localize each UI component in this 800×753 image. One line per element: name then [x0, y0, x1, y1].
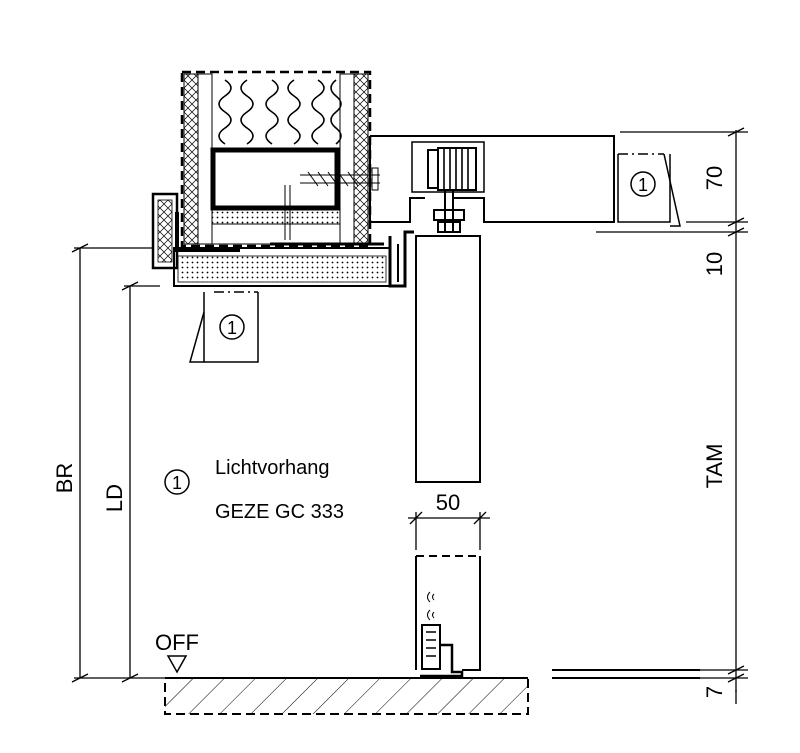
dim-7: 7 — [702, 686, 727, 698]
callout-top-right: 1 — [638, 175, 648, 195]
callout-mid-left: 1 — [227, 318, 237, 338]
insulation-pattern — [218, 79, 342, 145]
dim-70: 70 — [702, 166, 727, 190]
wall-lintel — [180, 70, 380, 248]
legend-marker-circle — [164, 469, 190, 495]
dim-ld: LD — [102, 484, 127, 512]
floor-label: OFF — [155, 630, 199, 655]
sensor-top-right — [617, 153, 681, 227]
dimension-lines — [71, 127, 748, 704]
off-marker-triangle — [166, 655, 188, 674]
legend-marker: 1 — [172, 473, 182, 493]
dim-tam: TAM — [702, 444, 727, 489]
sensor-mid-left — [189, 291, 259, 363]
floor — [164, 669, 700, 715]
track-housing — [369, 135, 615, 233]
frame-profile — [151, 192, 414, 288]
door-leaf-lower — [415, 555, 481, 678]
dim-br: BR — [52, 463, 77, 494]
door-leaf-upper — [415, 235, 481, 483]
legend-line2: GEZE GC 333 — [215, 501, 344, 523]
legend-line1: Lichtvorhang — [215, 457, 330, 479]
dim-10: 10 — [702, 252, 727, 276]
dim-50: 50 — [436, 490, 460, 515]
